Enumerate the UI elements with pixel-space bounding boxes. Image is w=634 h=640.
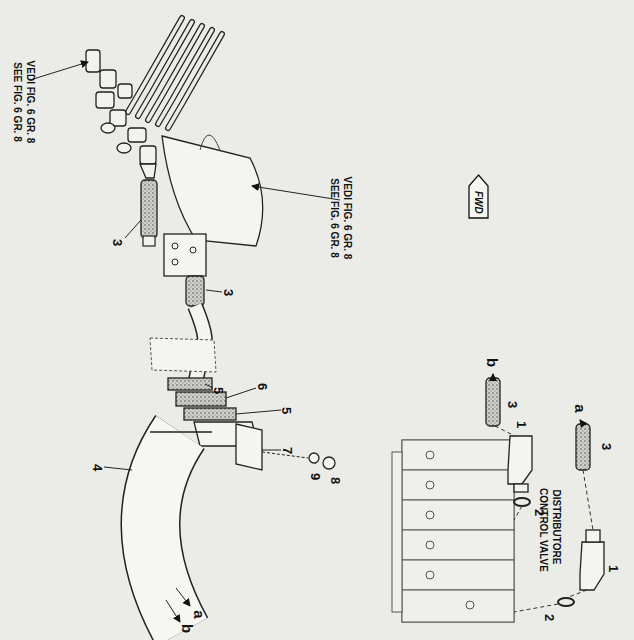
callout-number: 2 — [543, 613, 556, 620]
callout-number: 1 — [515, 420, 528, 427]
callout-number: 5 — [212, 386, 225, 393]
direction-arrow: FWD — [468, 174, 489, 219]
manifold-block — [164, 234, 206, 276]
o-ring — [514, 498, 530, 506]
hose — [486, 378, 500, 426]
flow-letter: b — [485, 357, 500, 366]
callout-number: 3 — [506, 400, 519, 407]
reference-note: VEDI FIG. 6 GR. 8 — [342, 177, 352, 260]
control-valve — [392, 440, 514, 622]
callout-number: 5 — [280, 406, 293, 413]
fittings-cluster — [86, 50, 156, 178]
mounting-plate — [162, 136, 263, 246]
callout-number: 1 — [607, 564, 620, 571]
assembly-lines — [495, 426, 593, 612]
flow-letter: b — [180, 623, 195, 632]
reference-note: VEDI FIG. 6 GR. 8 — [25, 61, 35, 144]
callout-number: 6 — [256, 382, 269, 389]
direction-text: FWD — [473, 191, 484, 214]
callout-number: 9 — [309, 472, 322, 479]
part-name: DISTRIBUTORE — [551, 490, 561, 565]
washer — [309, 453, 319, 463]
callout-number: 2 — [533, 508, 546, 515]
protective-sheet — [150, 338, 216, 372]
callout-number: 8 — [329, 476, 342, 483]
reference-note: SEE FIG. 6 GR. 8 — [329, 178, 339, 257]
callout-number: 3 — [600, 442, 613, 449]
callout-number: 4 — [91, 463, 104, 470]
o-ring — [558, 598, 574, 606]
hose — [576, 424, 590, 470]
elbow-fitting — [508, 436, 604, 590]
callout-number: 3 — [111, 238, 124, 245]
callout-number: 3 — [222, 288, 235, 295]
pipe-bundle — [128, 18, 222, 128]
part-name: CONTROL VALVE — [538, 488, 548, 572]
nut — [323, 457, 335, 469]
flow-letter: a — [573, 404, 588, 412]
hose — [186, 276, 204, 306]
flow-letter: a — [192, 610, 207, 618]
reference-note: SEE FIG. 6 GR. 8 — [12, 62, 22, 141]
callout-number: 7 — [281, 446, 294, 453]
hose — [141, 180, 157, 238]
leader-lines — [30, 62, 340, 622]
